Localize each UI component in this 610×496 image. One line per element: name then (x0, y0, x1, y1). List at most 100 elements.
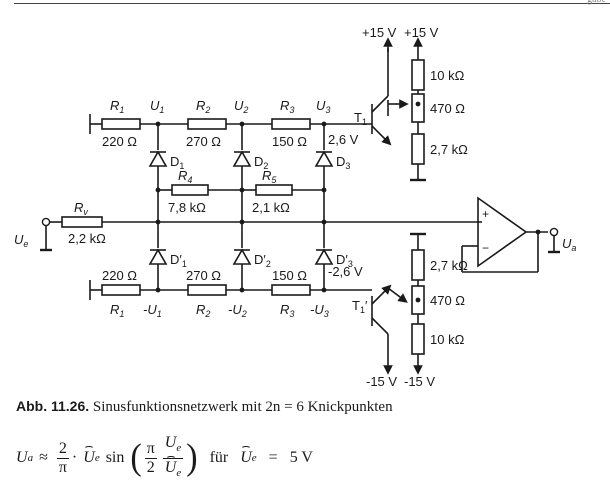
r1-bottom-resistor (101, 284, 141, 296)
d3-prime-label: D′3 (336, 252, 353, 269)
top-27k-resistor (411, 133, 425, 165)
d1-prime-label: D′1 (170, 252, 187, 269)
bottom-10k-value: 10 kΩ (430, 332, 465, 347)
r5-resistor (255, 184, 293, 196)
r2-bottom-value: 270 Ω (186, 268, 221, 283)
r2-top-label: R2 (196, 98, 210, 115)
ue-peak: U (83, 446, 95, 466)
r5-value: 2,1 kΩ (252, 200, 290, 215)
d1-diode (148, 150, 168, 167)
frac2-denominator: 2 (146, 458, 155, 476)
r3-top-value: 150 Ω (272, 134, 307, 149)
left-paren: ( (130, 437, 142, 478)
sine-network-schematic: R1 220 Ω U1 R2 270 Ω U2 R3 150 Ω U3 2,6 … (14, 25, 576, 389)
r2-bottom-label: R2 (196, 302, 210, 319)
minus-15v-right: -15 V (404, 374, 435, 389)
fraction-ue-over-uehat: Ue Ue (162, 434, 184, 481)
r4-resistor (171, 184, 209, 196)
r3-bottom-value: 150 Ω (272, 268, 307, 283)
minus-15v-left: -15 V (366, 374, 397, 389)
r3-top-resistor (271, 118, 311, 130)
d1-label: D1 (170, 154, 184, 171)
node-neg-u3 (321, 287, 327, 293)
r2-top-value: 270 Ω (186, 134, 221, 149)
u1-label: U1 (150, 98, 164, 115)
frac1-denominator: π (58, 458, 67, 476)
vm26-label: -2,6 V (328, 264, 363, 279)
condition-value: 5 V (289, 449, 313, 466)
header-tail: gabe (587, 0, 606, 5)
bottom-27k-value: 2,7 kΩ (430, 258, 468, 273)
formula-sin: sin (105, 449, 125, 466)
bottom-470-value: 470 Ω (430, 293, 465, 308)
u2-label: U2 (234, 98, 248, 115)
r1-top-label: R1 (110, 98, 124, 115)
top-470-potentiometer (411, 93, 425, 123)
ue-peak-sub: e (94, 452, 100, 464)
rv-value: 2,2 kΩ (68, 231, 106, 246)
r3-bottom-label: R3 (280, 302, 294, 319)
ue-label: Ue (14, 232, 28, 249)
d2-prime-diode (232, 248, 252, 265)
ua-label: Ua (562, 236, 576, 253)
d3-prime-diode (314, 248, 334, 265)
t1-prime-label: T1′ (352, 298, 368, 315)
d2-diode (232, 150, 252, 167)
r4-label: R4 (178, 168, 192, 185)
opamp-minus-sign: − (482, 241, 489, 255)
plus-15v-right: +15 V (404, 25, 439, 40)
top-rule: gabe (0, 0, 610, 6)
d3-diode (314, 150, 334, 167)
node-u1 (155, 121, 161, 127)
plus-15v-left: +15 V (362, 25, 397, 40)
op-amp-buffer (477, 196, 528, 268)
top-10k-resistor (411, 59, 425, 91)
frac3-denominator: Ue (164, 455, 182, 479)
formula-dot: · (71, 449, 78, 466)
opamp-plus-sign: + (482, 207, 489, 221)
top-470-value: 470 Ω (430, 101, 465, 116)
v26-label: 2,6 V (328, 132, 359, 147)
fraction-2-over-pi: 2 π (56, 439, 69, 477)
d3-label: D3 (336, 154, 350, 171)
r1-bottom-value: 220 Ω (102, 268, 137, 283)
neg-u3-label: -U3 (310, 302, 329, 319)
d1-prime-diode (148, 248, 168, 265)
condition-u: U (240, 446, 252, 466)
bottom-27k-resistor (411, 249, 425, 281)
r2-bottom-resistor (187, 284, 227, 296)
node-u3 (321, 121, 327, 127)
formula-fuer: für (209, 449, 229, 466)
r1-top-resistor (101, 118, 141, 130)
caption-text: Sinusfunktionsnetzwerk mit 2n = 6 Knickp… (89, 399, 393, 415)
node-neg-u2 (239, 287, 245, 293)
t1-label: T1 (354, 110, 367, 127)
rv-resistor (61, 216, 103, 228)
d2-label: D2 (254, 154, 268, 171)
node-u2 (239, 121, 245, 127)
figure-caption: Abb. 11.26. Sinusfunktionsnetzwerk mit 2… (16, 398, 606, 416)
top-10k-value: 10 kΩ (430, 68, 465, 83)
header-rule (14, 3, 610, 4)
formula-approx: ≈ (39, 449, 48, 466)
r2-top-resistor (187, 118, 227, 130)
input-terminal (41, 217, 51, 227)
output-terminal (549, 227, 559, 237)
r1-bottom-label: R1 (110, 302, 124, 319)
r5-label: R5 (262, 168, 277, 185)
r3-top-label: R3 (280, 98, 294, 115)
frac1-numerator: 2 (56, 439, 69, 459)
neg-u2-label: -U2 (228, 302, 247, 319)
neg-u1-label: -U1 (143, 302, 162, 319)
r4-value: 7,8 kΩ (168, 200, 206, 215)
frac2-numerator: π (144, 439, 157, 459)
caption-label: Abb. 11.26. (16, 398, 90, 414)
bottom-10k-resistor (411, 323, 425, 355)
formula-equals: = (268, 449, 278, 466)
top-27k-value: 2,7 kΩ (430, 142, 468, 157)
rv-label: Rv (74, 200, 88, 217)
r3-bottom-resistor (271, 284, 311, 296)
right-paren: ) (186, 437, 198, 478)
d2-prime-label: D′2 (254, 252, 271, 269)
